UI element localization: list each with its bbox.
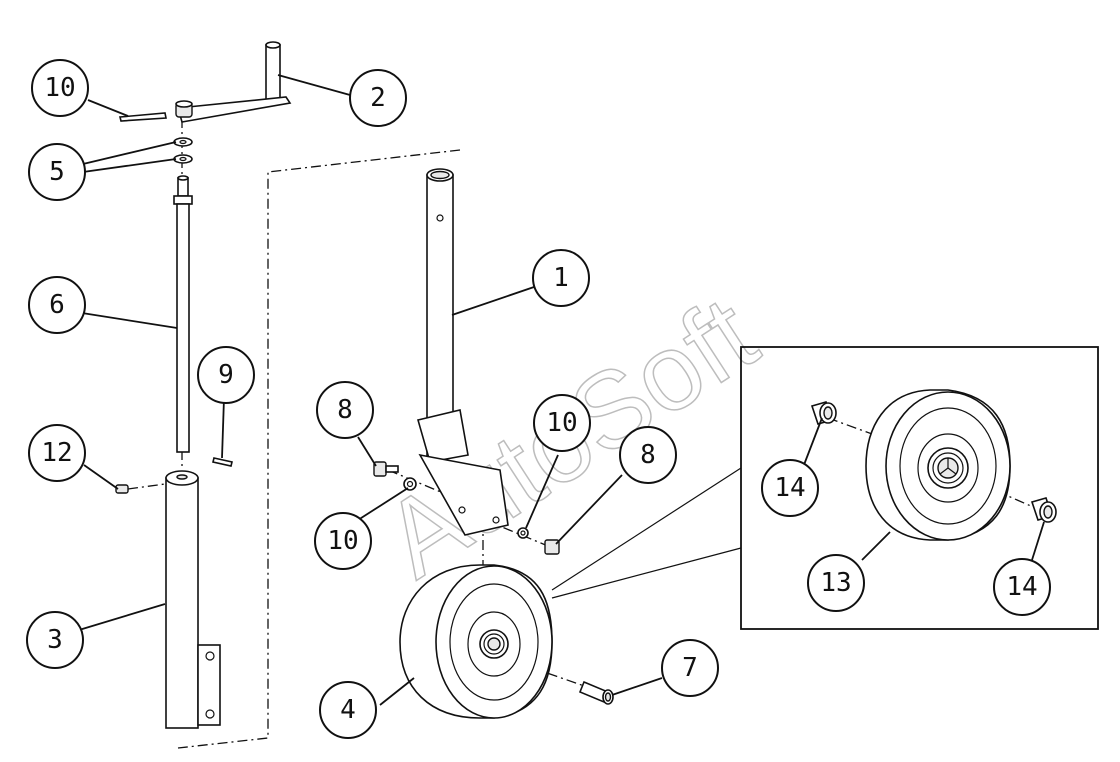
callout-14-right: 14 [993,558,1051,616]
cotter-pin [118,112,167,122]
nut-right [517,527,529,539]
callout-9: 9 [197,346,255,404]
detail-leader-upper [551,467,742,591]
callout-7: 7 [661,639,719,697]
callout-4: 4 [319,681,377,739]
callout-5: 5 [28,143,86,201]
callout-1: 1 [532,249,590,307]
leader-lines [78,74,1045,706]
svg-text:4: 4 [340,695,356,725]
callout-10-left: 10 [314,512,372,570]
crank-handle [175,41,292,123]
detail-view-frame [740,346,1099,630]
svg-text:14: 14 [1006,572,1037,602]
svg-text:7: 7 [682,653,698,683]
callout-3: 3 [26,611,84,669]
upright-tube [417,168,509,536]
callout-2: 2 [349,69,407,127]
axis-line-right-bolt [484,519,549,547]
bushing-right [1030,497,1057,523]
wheel [399,564,553,719]
svg-text:10: 10 [44,73,75,103]
svg-text:10: 10 [327,526,358,556]
svg-text:9: 9 [218,360,234,390]
callout-12: 12 [28,424,86,482]
svg-text:10: 10 [546,408,577,438]
callout-10-right: 10 [533,394,591,452]
callout-8-left: 8 [316,381,374,439]
bolt-left [373,461,399,477]
outer-tube [165,470,221,729]
bushing-left [810,401,837,425]
svg-text:1: 1 [553,263,569,293]
svg-text:8: 8 [640,440,656,470]
callout-11: 10 [31,59,89,117]
svg-text:5: 5 [49,157,65,187]
axis-line-12 [127,483,166,490]
svg-text:14: 14 [774,473,805,503]
nut-left [403,477,417,491]
callout-14-left: 14 [761,459,819,517]
callout-8-right: 8 [619,426,677,484]
svg-text:3: 3 [47,625,63,655]
detail-leader-lower [551,547,742,599]
shaft [173,175,193,453]
svg-text:13: 13 [820,568,851,598]
axle-sleeve [578,680,614,705]
set-screw [115,484,129,494]
svg-text:12: 12 [41,438,72,468]
svg-text:6: 6 [49,290,65,320]
wheel-detail [865,389,1011,541]
washers [173,137,193,164]
svg-text:8: 8 [337,395,353,425]
assembly-centerline [177,149,461,749]
callout-6: 6 [28,276,86,334]
svg-text:2: 2 [370,83,386,113]
callout-13: 13 [807,554,865,612]
small-pin [212,457,233,467]
